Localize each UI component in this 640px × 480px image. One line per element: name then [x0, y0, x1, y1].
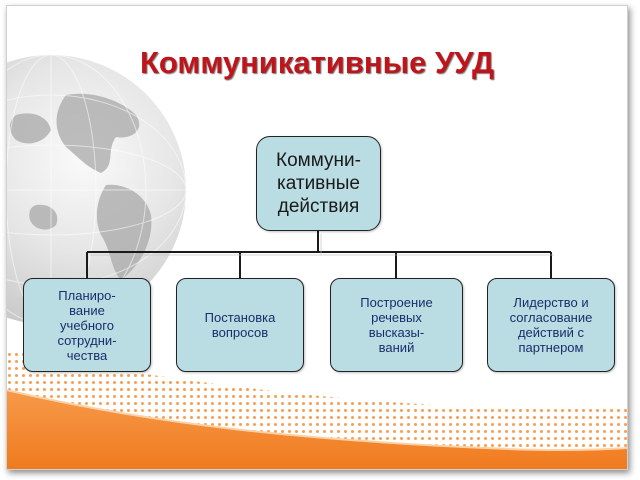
diagram-connectors [86, 231, 554, 278]
orange-wave-decoration [6, 350, 628, 470]
node-building-speech: Построение речевых высказы- ваний [330, 278, 463, 372]
slide-title: Коммуникативные УУД [139, 45, 495, 80]
node-planning-cooperation: Планиро- вание учебного сотрудни- чества [23, 278, 151, 372]
root-node-communicative-actions: Коммуни- кативные действия [256, 136, 381, 231]
node-asking-questions: Постановка вопросов [176, 278, 304, 372]
node-leadership-coordination: Лидерство и согласование действий с парт… [487, 278, 615, 372]
slide: Коммуникативные УУД Коммуни- кативные де… [6, 5, 628, 470]
